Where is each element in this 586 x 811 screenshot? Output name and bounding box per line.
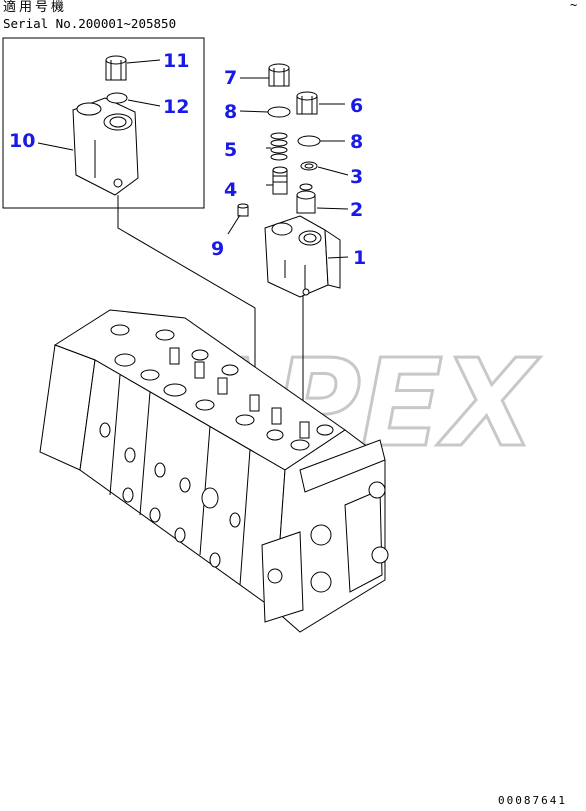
- drawing-number: 00087641: [498, 794, 567, 807]
- callout-5: 5: [224, 139, 237, 161]
- part-8-o-rings: [267, 106, 321, 147]
- connection-lines: [117, 195, 304, 420]
- part-6-plug: [296, 91, 318, 115]
- callout-7: 7: [224, 67, 237, 89]
- callout-3: 3: [350, 166, 363, 188]
- callout-8-upper: 8: [224, 101, 237, 123]
- part-3-seal: [300, 161, 318, 171]
- callout-11: 11: [163, 50, 189, 72]
- part-7-plug: [268, 63, 290, 87]
- applicable-label: 適用号機: [3, 0, 68, 15]
- callout-4: 4: [224, 179, 237, 201]
- detail-inset-box: [2, 37, 205, 209]
- callout-2: 2: [350, 199, 363, 221]
- callout-12: 12: [163, 96, 189, 118]
- callout-8-lower: 8: [350, 131, 363, 153]
- part-10-valve-assembly: [72, 97, 139, 196]
- callout-10: 10: [9, 130, 35, 152]
- callout-9: 9: [211, 238, 224, 260]
- part-4-valve: [272, 166, 288, 195]
- part-9-pin: [237, 203, 249, 217]
- callout-6: 6: [350, 95, 363, 117]
- callout-1: 1: [353, 247, 366, 269]
- part-1-valve-housing: [264, 215, 341, 298]
- serial-range-label: Serial No.200001~205850: [3, 16, 177, 31]
- callout-leaders: [37, 59, 349, 259]
- corner-mark: ~: [570, 0, 578, 12]
- part-5-spring: [270, 132, 288, 161]
- control-valve-body: [39, 309, 389, 633]
- part-12-o-ring: [106, 92, 128, 104]
- part-11-plug: [105, 55, 127, 81]
- part-2-plug: [296, 183, 316, 214]
